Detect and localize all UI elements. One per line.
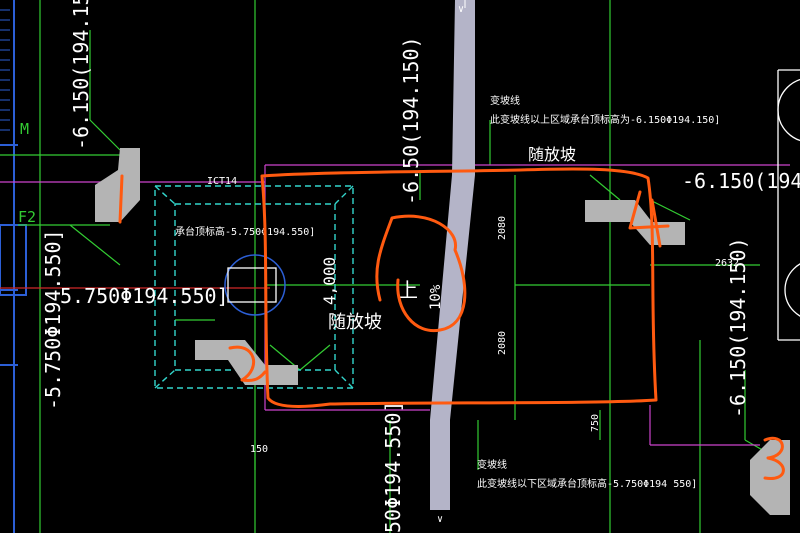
markup-number-2 <box>228 345 267 382</box>
dim-2080-lower: 2080 <box>497 331 508 355</box>
level-left-horizontal: 5.750Φ194.550] <box>60 284 229 308</box>
markup-number-4 <box>628 190 670 248</box>
level-right-top: -6.150(194.15 <box>682 169 800 193</box>
green-lines <box>0 0 781 533</box>
grid-label-m: M <box>20 120 29 138</box>
slope-label-top: 随放坡 <box>528 145 576 164</box>
level-top-left: -6.150(194.150) <box>69 0 93 150</box>
grid-box-left <box>0 224 27 296</box>
pile-rect <box>227 267 277 303</box>
grade-ratio: 10% <box>428 284 444 310</box>
level-right-vertical: -6.150(194.150) <box>726 237 750 418</box>
change-line-bottom-note: 此变坡线以下区域承台顶标高-5.750Φ194 550] <box>477 477 697 490</box>
dim-750: 750 <box>590 414 601 432</box>
slab-sections <box>95 148 790 515</box>
change-line-top-title: 变坡线 <box>490 94 520 107</box>
change-line-top-note: 此变坡线以上区域承台顶标高为-6.150Φ194.150] <box>490 113 720 126</box>
grade-up: 上 <box>398 278 418 302</box>
pile-circle <box>224 254 286 316</box>
level-bottom-center: 50Φ194.550] <box>381 401 405 533</box>
change-line-bottom-title: 变坡线 <box>477 458 507 471</box>
markup-boundary <box>260 167 658 408</box>
markup-number-3 <box>763 436 785 480</box>
right-circle-mid <box>784 263 800 317</box>
column-top-mark: ∨ <box>458 4 464 15</box>
cap-elevation-note: 承台顶标高-5.750Φ194.550] <box>175 225 315 238</box>
pile-cap-tag: ICT14 <box>207 176 237 187</box>
dim-150: 150 <box>250 444 268 455</box>
column-bottom-mark: ∨ <box>437 514 443 525</box>
grid-label-f2: F2 <box>18 208 36 226</box>
slope-label-center: 随放坡 <box>328 312 382 333</box>
dim-vertical-4000: 4,000 <box>320 257 339 305</box>
dim-2632: 2632 <box>715 258 739 269</box>
level-left-vertical: -5.750Φ194.550] <box>41 229 65 410</box>
dim-2080-upper: 2080 <box>497 216 508 240</box>
blue-ruler-ticks <box>0 9 10 131</box>
orange-markup <box>118 167 785 480</box>
markup-number-1 <box>118 174 124 224</box>
central-sloped-column <box>430 0 475 510</box>
level-center-vertical: -6.50(194.150) <box>399 36 423 205</box>
markup-number-5 <box>375 214 467 333</box>
